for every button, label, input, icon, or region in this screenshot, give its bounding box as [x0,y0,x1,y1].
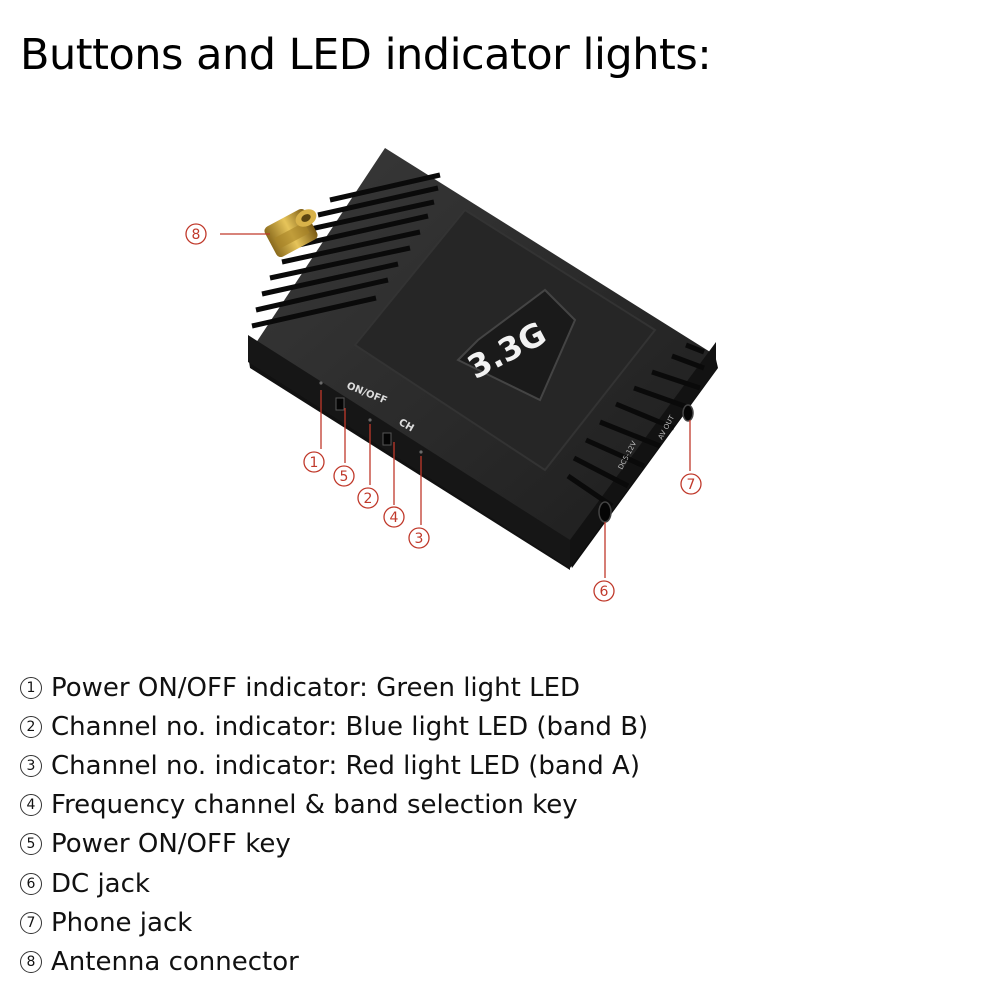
dc-jack [598,501,612,523]
power-led [319,381,323,385]
legend-text: DC jack [51,868,150,899]
channel-led-red [419,450,423,454]
svg-text:3: 3 [415,531,424,547]
legend-text: Channel no. indicator: Red light LED (ba… [51,750,640,781]
callout-marker-8: 8 [185,223,207,245]
callout-marker-6: 6 [593,580,615,602]
svg-text:8: 8 [192,227,201,243]
legend-number: 4 [20,794,42,817]
svg-text:4: 4 [390,510,399,526]
legend-number: 2 [20,715,42,738]
legend-item: 5 Power ON/OFF key [20,825,648,864]
svg-text:6: 6 [600,584,609,600]
power-switch[interactable] [335,397,345,411]
legend-number: 7 [20,911,42,934]
svg-text:2: 2 [364,491,373,507]
antenna-connector [264,208,318,258]
legend-item: 7 Phone jack [20,903,648,942]
legend-item: 3 Channel no. indicator: Red light LED (… [20,746,648,785]
legend-number: 3 [20,754,42,777]
legend-item: 8 Antenna connector [20,942,648,981]
svg-text:7: 7 [687,477,696,493]
callout-marker-7: 7 [680,473,702,495]
device-illustration: 3.3G ON/OFF CH DC5-12V AV OUT 8 1 5 [185,148,718,602]
callout-marker-4: 4 [383,506,405,528]
callout-marker-3: 3 [408,527,430,549]
legend-number: 1 [20,676,42,699]
page-title: Buttons and LED indicator lights: [20,30,712,80]
callout-marker-2: 2 [357,487,379,509]
callout-marker-5: 5 [333,465,355,487]
svg-text:5: 5 [340,469,349,485]
heatsink-fins-right [566,342,705,509]
legend-text: Power ON/OFF indicator: Green light LED [51,672,581,703]
phone-jack [682,404,694,422]
channel-switch[interactable] [382,432,392,446]
legend-number: 6 [20,872,42,895]
channel-led-blue [368,418,372,422]
legend-number: 5 [20,833,42,856]
heatsink-fins-left [251,172,441,329]
legend-text: Phone jack [51,907,193,938]
legend-item: 2 Channel no. indicator: Blue light LED … [20,707,648,746]
legend-text: Antenna connector [51,946,299,977]
callout-lines [220,233,691,578]
legend-item: 4 Frequency channel & band selection key [20,786,648,825]
legend-text: Channel no. indicator: Blue light LED (b… [51,711,649,742]
legend-item: 1 Power ON/OFF indicator: Green light LE… [20,668,648,707]
legend-text: Power ON/OFF key [51,829,291,860]
legend-item: 6 DC jack [20,864,648,903]
legend-text: Frequency channel & band selection key [51,790,578,821]
callout-marker-1: 1 [303,451,325,473]
legend-list: 1 Power ON/OFF indicator: Green light LE… [20,668,648,982]
legend-number: 8 [20,950,42,973]
badge-frame [456,288,577,402]
svg-text:1: 1 [310,455,319,471]
